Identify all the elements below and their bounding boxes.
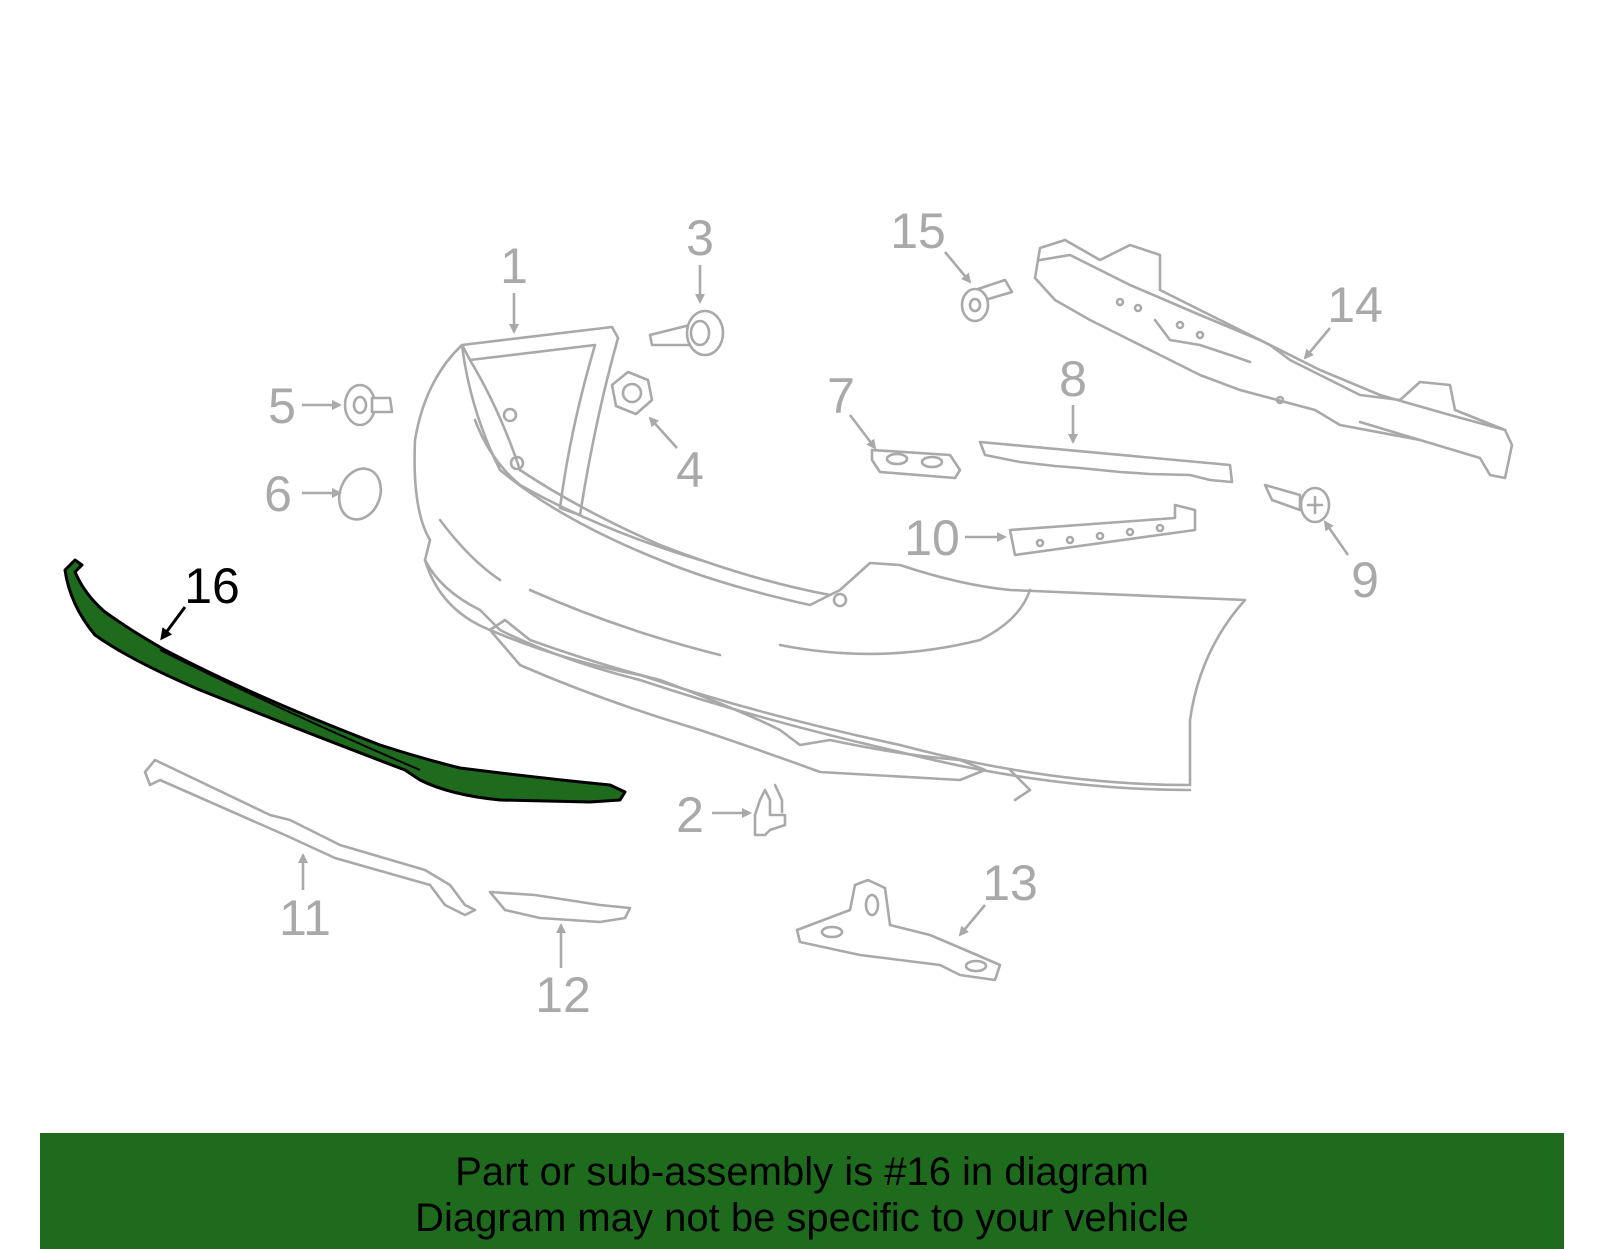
clip-15-part [960,278,1014,323]
leader-13 [958,904,986,937]
nut-part [610,370,654,416]
callout-9: 9 [1351,552,1379,608]
bracket-7-part [870,448,962,480]
callout-10: 10 [904,510,960,566]
leader-9 [1323,520,1350,556]
callout-15: 15 [890,203,946,259]
bracket-10-part [1008,503,1197,557]
callout-14: 14 [1327,277,1383,333]
bracket-13-part [795,878,1002,982]
callout-4: 4 [676,442,704,498]
reinforcement-14-part [1033,238,1514,480]
callout-16: 16 [184,558,240,614]
leader-15 [944,251,972,284]
bumper-cover-part [413,325,1247,802]
callout-11: 11 [279,890,331,946]
callout-13: 13 [982,855,1038,911]
callout-7: 7 [827,368,855,424]
molding-11-part [143,758,477,917]
leader-16 [160,606,187,641]
push-clip-part [753,783,787,837]
banner-part-note: Part or sub-assembly is #16 in diagram [455,1150,1149,1194]
callout-8: 8 [1059,351,1087,407]
callout-2: 2 [676,787,704,843]
banner-disclaimer: Diagram may not be specific to your vehi… [415,1196,1189,1240]
callout-5: 5 [268,378,296,434]
screw-part [1263,483,1331,524]
callout-1: 1 [500,238,528,294]
info-banner: Part or sub-assembly is #16 in diagram D… [40,1133,1564,1249]
bolt-part [648,309,725,357]
callouts: 1 2 3 4 5 6 7 8 9 10 11 12 13 14 15 16 [184,203,1383,1023]
leader-lines [160,251,1350,968]
callout-6: 6 [264,466,292,522]
fastener-part [343,383,394,427]
leader-7 [848,414,877,450]
cap-part [337,467,383,521]
spoiler-16-part [63,558,627,804]
retainer-8-part [978,440,1234,484]
leader-4 [648,416,678,449]
callout-3: 3 [686,210,714,266]
leader-14 [1303,327,1331,360]
molding-12-part [488,890,632,924]
callout-12: 12 [535,967,591,1023]
